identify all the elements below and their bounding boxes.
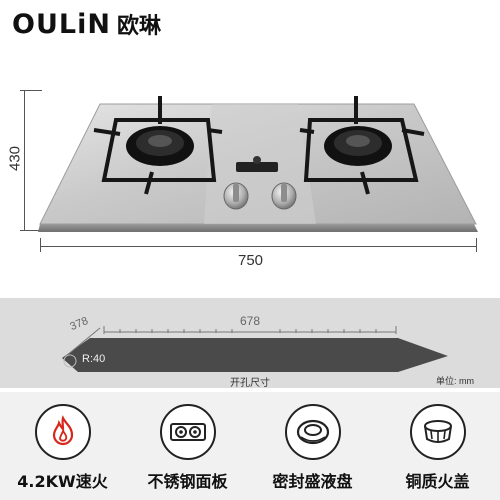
left-knob bbox=[223, 182, 249, 210]
height-dimension-label: 430 bbox=[6, 145, 24, 172]
feature-label: 4.2KW速火 bbox=[17, 472, 108, 491]
copper-cap-icon bbox=[409, 404, 466, 460]
cooktop-center-strip bbox=[204, 104, 316, 224]
flame-icon bbox=[34, 404, 91, 460]
sealed-tray-icon bbox=[284, 404, 341, 460]
feature-label: 铜质火盖 bbox=[405, 472, 470, 491]
cooktop-badge bbox=[236, 156, 278, 172]
left-burner bbox=[93, 96, 223, 195]
right-burner bbox=[299, 96, 425, 195]
height-dimension-tick-top bbox=[20, 90, 42, 91]
width-dimension-label: 750 bbox=[238, 252, 264, 269]
brand-header: OULiN 欧琳 bbox=[12, 8, 161, 40]
feature-label: 不锈钢面板 bbox=[147, 472, 228, 491]
width-dimension-tick-right bbox=[476, 238, 477, 252]
cutout-radius-mark bbox=[63, 354, 77, 368]
feature-item: 密封盛液盘 bbox=[250, 392, 375, 500]
right-knob bbox=[271, 182, 297, 210]
height-dimension-line bbox=[24, 90, 25, 230]
feature-item: 不锈钢面板 bbox=[125, 392, 250, 500]
feature-item: 铜质火盖 bbox=[375, 392, 500, 500]
feature-item: 4.2KW速火 bbox=[0, 392, 125, 500]
right-burner-head bbox=[324, 126, 392, 166]
brand-chinese-name: 欧琳 bbox=[116, 14, 161, 39]
feature-strip: 4.2KW速火 不锈钢面板 密封盛液盘 bbox=[0, 392, 500, 500]
cutout-length-ruler bbox=[103, 326, 397, 334]
height-dimension-tick-bottom bbox=[20, 230, 42, 231]
feature-label: 密封盛液盘 bbox=[272, 472, 353, 491]
width-dimension-line bbox=[40, 246, 476, 247]
unit-label: 单位: mm bbox=[436, 376, 474, 386]
cooktop-panel bbox=[39, 103, 477, 225]
cutout-diagram bbox=[62, 326, 448, 372]
cutout-size-label: 开孔尺寸 bbox=[230, 378, 270, 389]
cutout-length-label: 678 bbox=[240, 314, 261, 328]
cutout-radius-label: R:40 bbox=[82, 353, 106, 365]
left-burner-head bbox=[126, 126, 194, 166]
cooktop-panel-edge bbox=[38, 224, 478, 232]
cutout-depth-ruler bbox=[65, 327, 101, 357]
cutout-slab bbox=[62, 338, 448, 372]
cooktop-icon bbox=[159, 404, 216, 460]
width-dimension-tick-left bbox=[40, 238, 41, 252]
brand-logo: OULiN bbox=[12, 8, 111, 40]
